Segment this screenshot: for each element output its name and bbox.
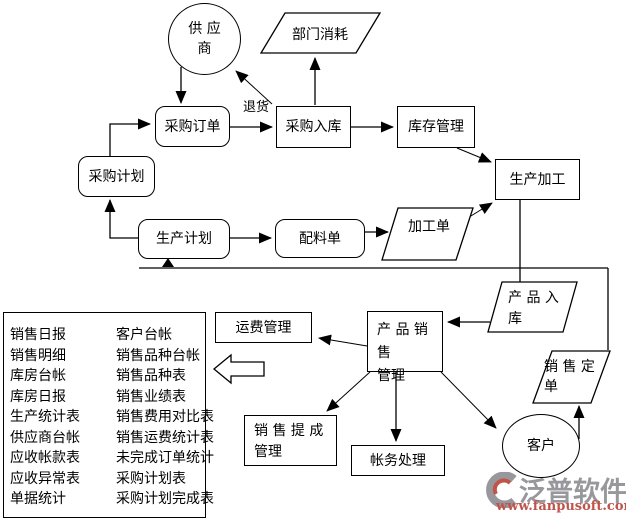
node-supplier: 供 应 商	[168, 3, 241, 75]
report-item: 应收帐款表	[10, 450, 80, 466]
dept-consumption-shape	[259, 12, 382, 54]
report-item: 销售运费统计表	[116, 429, 214, 446]
watermark: 泛普软件 www.fanpusoft.com	[483, 468, 626, 521]
node-product-inbound-label: 产 品 入 库	[508, 290, 559, 327]
report-item: 销售品种台帐	[116, 347, 200, 364]
node-inventory-mgmt: 库存管理	[397, 106, 475, 148]
node-purchase-inbound: 采购入库	[276, 106, 351, 148]
report-item: 未完成订单统计	[116, 450, 214, 466]
report-item: 库房日报	[10, 388, 66, 405]
node-sales-commission-mgmt: 销 售 提 成 管理	[244, 415, 337, 466]
product-inbound-shape	[487, 281, 578, 333]
edge-prodplan-to-purchaseplan	[104, 199, 138, 239]
report-item: 供应商台帐	[10, 429, 80, 446]
watermark-url-text: www.fanpusoft.com	[496, 499, 626, 514]
edge-sales-to-freight	[318, 334, 368, 347]
node-production-plan: 生产计划	[138, 219, 230, 259]
node-accounting: 帐务处理	[351, 445, 445, 476]
edge-label-return-goods: 退货	[243, 100, 270, 115]
block-arrow-left-icon	[212, 353, 265, 385]
node-purchase-plan: 采购计划	[78, 156, 155, 197]
node-purchase-order: 采购订单	[155, 106, 230, 147]
reports-right-column: 客户台帐销售品种台帐销售品种表销售业绩表销售费用对比表销售运费统计表未完成订单统…	[116, 325, 214, 510]
report-item: 应收异常表	[10, 470, 80, 487]
node-processing-order-label: 加工单	[408, 219, 450, 235]
reports-box: 销售日报销售明细库房台帐库房日报生产统计表供应商台帐应收帐款表应收异常表单据统计…	[3, 312, 214, 518]
processing-order-shape	[381, 207, 474, 261]
report-item: 销售费用对比表	[116, 409, 214, 425]
report-item: 单据统计	[10, 491, 66, 507]
report-item: 生产统计表	[10, 409, 80, 425]
edge-sales-to-customer	[440, 371, 497, 429]
edge-inventory-to-processing	[456, 147, 492, 163]
report-item: 采购计划完成表	[116, 491, 214, 507]
report-item: 销售明细	[10, 347, 66, 364]
node-freight-mgmt: 运费管理	[215, 312, 312, 343]
arrowhead-bus-to-prodplan	[162, 258, 174, 267]
node-sales-order-label: 销 售 定 单	[544, 359, 595, 395]
fanpu-logo-icon	[486, 472, 517, 508]
report-item: 销售品种表	[116, 368, 186, 384]
report-item: 销售日报	[10, 327, 66, 343]
edge-return-goods	[235, 70, 273, 105]
report-item: 库房台帐	[10, 368, 66, 384]
report-item: 客户台帐	[116, 327, 172, 343]
report-item: 采购计划表	[116, 470, 186, 487]
node-customer: 客户	[502, 414, 580, 478]
report-item: 销售业绩表	[116, 388, 186, 405]
node-product-sales-mgmt: 产 品 销 售 管理	[367, 311, 443, 384]
sales-order-shape	[532, 350, 611, 404]
edge-sales-to-commission	[326, 371, 371, 412]
node-dept-consumption-label: 部门消耗	[292, 27, 348, 43]
edge-purchase-plan-to-order	[109, 118, 151, 156]
reports-left-column: 销售日报销售明细库房台帐库房日报生产统计表供应商台帐应收帐款表应收异常表单据统计	[10, 325, 80, 510]
node-production-processing: 生产加工	[495, 159, 580, 200]
node-ingredient-list: 配料单	[275, 219, 365, 258]
watermark-brand-text: 泛普软件	[519, 477, 626, 508]
